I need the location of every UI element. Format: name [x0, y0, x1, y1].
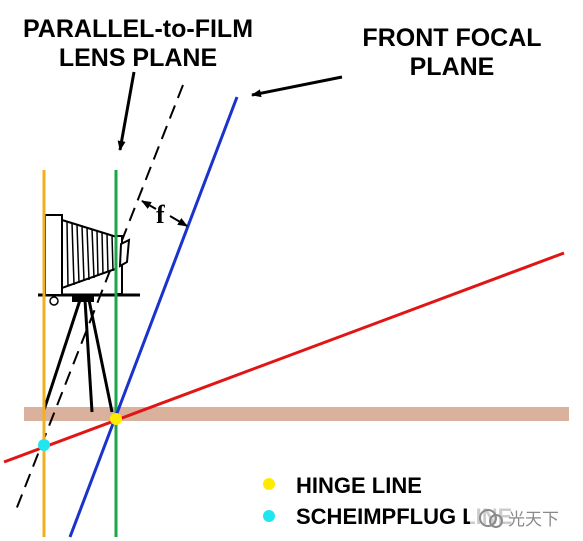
- parallel-label-arrow: [117, 71, 136, 151]
- rear-standard: [44, 214, 63, 296]
- legend-scheimpflug-swatch: [263, 510, 275, 522]
- legend-hinge-label: HINGE LINE: [296, 473, 422, 498]
- focal-length-arrow-right: [169, 215, 188, 227]
- parallel-label-line1: PARALLEL-to-FILM: [23, 15, 253, 43]
- hinge-point: [110, 413, 122, 425]
- watermark: 光天下: [470, 504, 578, 532]
- parallel-to-film-dashed-line: [13, 84, 184, 516]
- rear-knob: [49, 296, 59, 306]
- scheimpflug-point: [38, 439, 50, 451]
- focal-length-label: f: [156, 200, 165, 229]
- tripod-leg-right: [87, 299, 114, 413]
- tripod-leg-center: [83, 299, 94, 413]
- legend-hinge-swatch: [263, 478, 275, 490]
- watermark-bg: [470, 504, 578, 532]
- bellows: [61, 218, 122, 290]
- front-focal-label-line2: PLANE: [410, 53, 495, 81]
- bellows-pleats: [66, 221, 114, 287]
- tripod-head: [72, 294, 94, 302]
- front-focal-label-arrow: [251, 75, 343, 98]
- front-focal-label-line1: FRONT FOCAL: [362, 24, 541, 52]
- focal-length-arrow-left: [141, 200, 157, 210]
- wechat-icon-inner: [489, 514, 503, 528]
- wechat-icon: [479, 509, 497, 527]
- parallel-label-line2: LENS PLANE: [59, 44, 217, 72]
- front-focal-plane-line: [68, 96, 239, 538]
- lens: [118, 238, 131, 268]
- view-camera: [38, 214, 140, 413]
- ground-plane: [24, 407, 569, 421]
- watermark-text: 光天下: [508, 510, 559, 530]
- plane-of-focus-line: [3, 251, 565, 464]
- tripod-leg-left: [42, 299, 82, 411]
